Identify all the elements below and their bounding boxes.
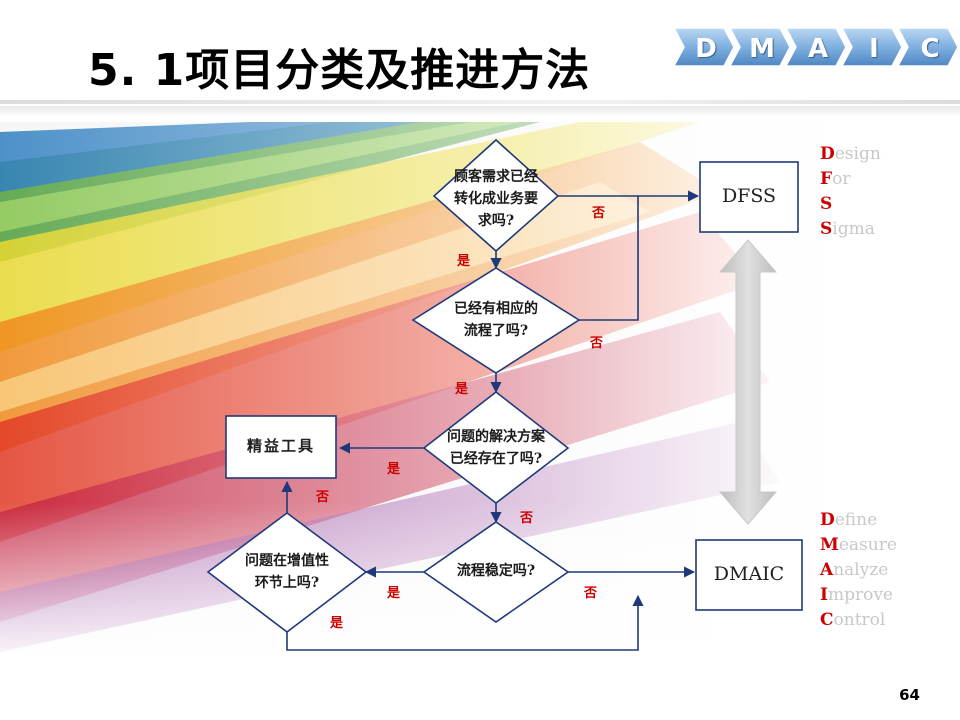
edge-label-q4-yes: 是 [387, 586, 401, 601]
dmaic-banner-letter-a: A [807, 34, 829, 64]
acronym-rest: nalyze [833, 560, 889, 580]
dmaic-acronym-line: Define [820, 508, 897, 533]
dfss-acronym: Design For S Sigma [820, 142, 881, 242]
decision-q1-line1: 顾客需求已经 [454, 169, 538, 185]
dmaic-box: DMAIC [713, 563, 785, 585]
dmaic-acronym-line: Analyze [820, 558, 897, 583]
acronym-initial: C [820, 610, 834, 630]
dmaic-banner-letter-c: C [920, 34, 940, 64]
decision-q5: 问题在增值性 环节上吗? [212, 550, 362, 594]
page-title: 5. 1项目分类及推进方法 [88, 45, 591, 96]
edge-label-q2-yes: 是 [455, 382, 469, 397]
title-divider [0, 100, 960, 104]
decision-q2-shape [411, 267, 581, 374]
acronym-rest: or [832, 169, 851, 189]
dfss-box-shape [699, 161, 799, 233]
acronym-rest: ontrol [833, 610, 886, 630]
acronym-initial: A [820, 560, 834, 580]
dmaic-banner: D M A I C [668, 18, 960, 76]
decision-q5-shape [206, 512, 368, 634]
edge-label-q5-no: 否 [316, 490, 330, 505]
flowchart-panel: 顾客需求已经 转化成业务要 求吗? 已经有相应的 流程了吗? 问题的解决方案 已… [0, 122, 915, 652]
edge-label-q4-no: 否 [584, 586, 598, 601]
dmaic-acronym-line: Measure [820, 533, 897, 558]
process-shapes [225, 161, 803, 611]
edge-label-q3-yes: 是 [387, 462, 401, 477]
acronym-initial: S [820, 219, 833, 239]
acronym-initial: M [820, 535, 839, 555]
flow-connectors [281, 190, 700, 651]
dfss-acronym-line: S [820, 192, 881, 217]
acronym-rest: easure [838, 535, 897, 555]
acronym-initial: D [820, 144, 835, 164]
dmaic-banner-letter-i: I [869, 34, 879, 64]
dmaic-acronym: Define Measure Analyze Improve Control [820, 508, 897, 633]
flowchart-graphics [0, 122, 915, 652]
lean-box-shape [225, 415, 337, 479]
dfss-acronym-line: For [820, 167, 881, 192]
page-number: 64 [899, 686, 920, 704]
dfss-acronym-line: Sigma [820, 217, 881, 242]
decision-q1: 顾客需求已经 转化成业务要 求吗? [426, 166, 566, 232]
edge-label-q1-yes: 是 [457, 254, 471, 269]
acronym-initial: F [820, 169, 833, 189]
acronym-initial: S [820, 194, 833, 214]
double-arrow-icon [718, 239, 778, 525]
edge-label-q1-no: 否 [592, 206, 606, 221]
title-divider-shadow [0, 106, 960, 116]
decision-q2: 已经有相应的 流程了吗? [416, 298, 576, 342]
acronym-rest: mprove [827, 585, 893, 605]
decision-q1-line2: 转化成业务要 [454, 191, 538, 207]
acronym-rest: esign [834, 144, 881, 164]
decision-q2-line2: 流程了吗? [463, 323, 529, 339]
dmaic-banner-letter-d: D [695, 34, 717, 64]
decision-q4-shape [422, 521, 570, 623]
dfss-acronym-line: Design [820, 142, 881, 167]
decision-shapes [206, 138, 581, 634]
decision-q1-shape [432, 138, 560, 253]
edge-label-q2-no: 否 [590, 336, 604, 351]
decision-q3: 问题的解决方案 已经存在了吗? [416, 426, 576, 470]
lean-tools-box: 精益工具 [246, 437, 315, 455]
edge-label-q5-yes: 是 [330, 616, 344, 631]
acronym-rest: efine [834, 510, 878, 530]
acronym-rest: igma [832, 219, 875, 239]
dmaic-box-shape [695, 539, 803, 611]
dmaic-acronym-line: Control [820, 608, 897, 633]
dmaic-banner-letter-m: M [749, 34, 775, 64]
decision-q3-line1: 问题的解决方案 [447, 429, 545, 445]
dmaic-acronym-line: Improve [820, 583, 897, 608]
decision-q4: 流程稳定吗? [456, 563, 536, 579]
edge-label-q3-no: 否 [520, 511, 534, 526]
acronym-initial: D [820, 510, 835, 530]
decision-q3-shape [422, 390, 570, 505]
acronym-initial: I [820, 585, 828, 605]
decision-q2-line1: 已经有相应的 [454, 301, 538, 317]
dfss-box: DFSS [721, 185, 777, 207]
decision-q5-line2: 环节上吗? [254, 575, 320, 591]
decision-q1-line3: 求吗? [477, 213, 515, 229]
decision-q5-line1: 问题在增值性 [245, 553, 329, 569]
decision-q3-line2: 已经存在了吗? [449, 451, 543, 467]
dmaic-banner-shapes [672, 27, 959, 67]
